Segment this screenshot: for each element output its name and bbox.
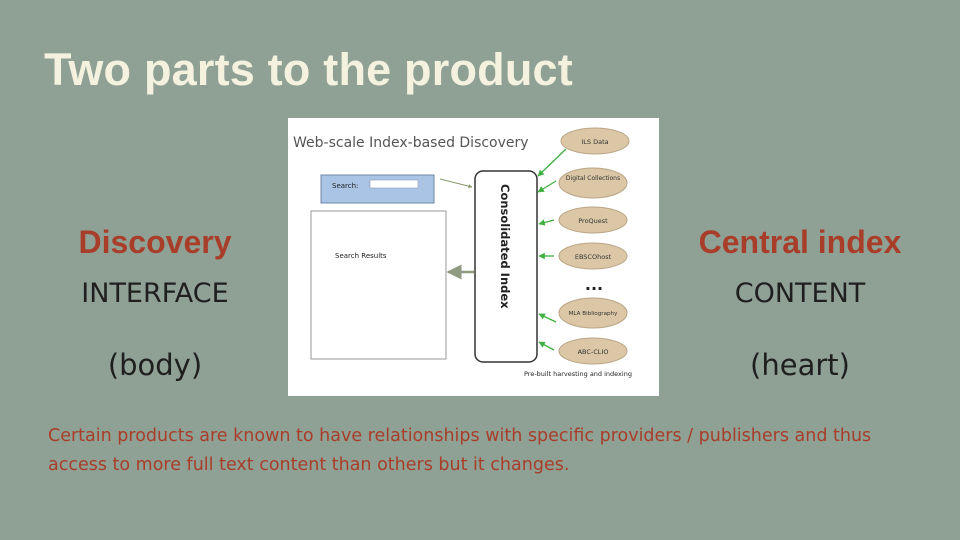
harvest-arrow xyxy=(537,180,557,193)
harvest-arrow xyxy=(538,341,555,351)
more-sources-ellipsis: ... xyxy=(585,275,603,294)
central-index-heading: Central index xyxy=(698,224,902,260)
source-label-line: Digital Collections xyxy=(566,175,620,182)
consolidated-index-box xyxy=(474,170,538,363)
body-label: (body) xyxy=(107,348,203,382)
source-label: Digital Collections xyxy=(566,175,620,182)
diagram-title: Web-scale Index-based Discovery xyxy=(293,135,529,151)
search-bar xyxy=(320,174,435,204)
heart-label: (heart) xyxy=(750,348,850,382)
source-label: ProQuest xyxy=(578,217,608,225)
harvest-arrow xyxy=(538,313,557,323)
search-label: Search: xyxy=(332,182,358,190)
source-ebscohost xyxy=(558,242,628,270)
source-mla-bibliography xyxy=(558,297,628,329)
source-ils-data xyxy=(560,127,630,155)
query-arrow xyxy=(439,178,473,189)
slide-title: Two parts to the product xyxy=(44,44,573,95)
harvest-arrow xyxy=(538,219,555,226)
search-field xyxy=(369,179,419,189)
harvest-arrow xyxy=(537,148,567,177)
harvesting-note: Pre-built harvesting and indexing xyxy=(524,370,632,378)
slide-caption: Certain products are known to have relat… xyxy=(48,426,872,475)
search-results-label: Search Results xyxy=(335,252,387,260)
source-label: EBSCOhost xyxy=(575,253,612,261)
source-label: ILS Data xyxy=(581,138,608,146)
consolidated-index-label: Consolidated Index xyxy=(498,184,512,309)
interface-label: INTERFACE xyxy=(81,278,229,309)
source-digital-collections xyxy=(558,167,628,199)
source-abc-clio xyxy=(558,337,628,365)
source-proquest xyxy=(558,206,628,234)
discovery-heading: Discovery xyxy=(78,224,232,260)
source-label: ABC-CLIO xyxy=(578,348,609,356)
content-label: CONTENT xyxy=(734,278,866,309)
source-label: MLA Bibliography xyxy=(569,311,619,317)
diagram-svg: Web-scale Index-based Discovery Search: … xyxy=(293,127,632,378)
search-results-box xyxy=(310,210,447,360)
discovery-diagram: Web-scale Index-based Discovery Search: … xyxy=(288,118,659,396)
